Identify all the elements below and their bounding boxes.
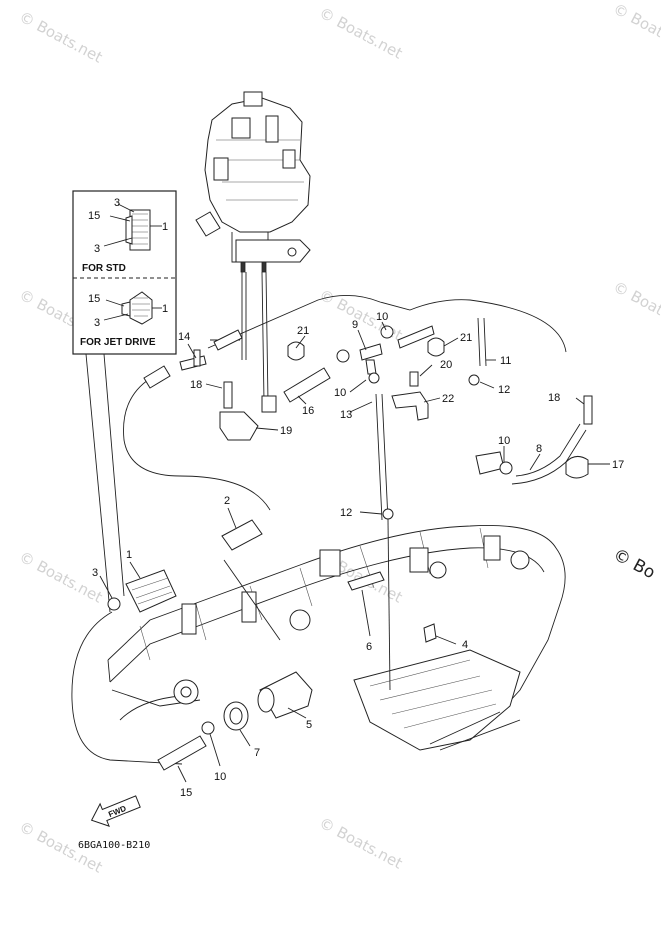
callout-label: 12 — [498, 384, 510, 396]
callout-label: 10 — [214, 771, 226, 783]
hose-15 — [157, 735, 207, 771]
joint-9-stem — [365, 359, 377, 375]
grommet-5-end — [257, 687, 275, 713]
edge-watermark: © Bo — [610, 545, 659, 584]
callout-label: 18 — [548, 392, 560, 404]
fwd-arrow: FWD — [90, 795, 141, 827]
grommet-1-ribs — [131, 577, 173, 605]
callout-label: 8 — [536, 443, 542, 455]
bottom-cowling — [107, 525, 566, 751]
inset-jet-callout: 15 — [88, 293, 100, 305]
bracket-22 — [391, 391, 429, 421]
callout-label: 5 — [306, 719, 312, 731]
watermark: © Boats.net — [316, 4, 405, 63]
clamp-21-right — [427, 337, 445, 357]
hose-8 — [515, 423, 581, 477]
bolt-6 — [347, 571, 385, 591]
callout-label: 10 — [334, 387, 346, 399]
inset-jet-callout: 3 — [94, 317, 100, 329]
bolt-20 — [409, 371, 419, 387]
pipe-vertical — [241, 271, 277, 413]
clamp-21-left — [287, 341, 305, 361]
clip-10-c — [368, 372, 380, 384]
callout-label: 13 — [340, 409, 352, 421]
watermarks: © Boats.net © Boats.net © Boats.net © Bo… — [16, 0, 661, 877]
upper-hose — [207, 295, 567, 367]
watermark: © Boats.net — [610, 278, 661, 337]
callout-label: 15 — [180, 787, 192, 799]
nut-7-hole — [229, 707, 243, 725]
callout-label: 10 — [498, 435, 510, 447]
bracket-19 — [219, 411, 259, 441]
clip-10-b — [380, 325, 394, 339]
inset-std-callout: 1 — [162, 221, 168, 233]
joint-9 — [359, 343, 383, 361]
fitting-10-right — [475, 451, 505, 475]
inset-std-label: FOR STD — [82, 263, 126, 274]
diagram-code: 6BGA100-B210 — [78, 840, 150, 851]
callout-label: 22 — [442, 393, 454, 405]
callout-label: 21 — [460, 332, 472, 344]
inset-std-callout: 3 — [114, 197, 120, 209]
lower-hose — [71, 365, 281, 765]
callouts: 14 21 9 10 21 11 20 12 18 10 16 13 22 19… — [92, 311, 624, 799]
hose-16 — [283, 367, 331, 403]
callout-label: 21 — [297, 325, 309, 337]
callout-label: 2 — [224, 495, 230, 507]
watermark: © Boats.net — [610, 0, 661, 59]
callout-label: 18 — [190, 379, 202, 391]
callout-label: 6 — [366, 641, 372, 653]
callout-label: 11 — [500, 355, 511, 367]
clip-12-lower — [382, 508, 394, 520]
inset-std-callout: 3 — [94, 243, 100, 255]
fitting-4 — [423, 623, 437, 643]
clip-10-a — [336, 349, 350, 363]
leader-lines — [99, 321, 610, 783]
bolt-18-right — [583, 395, 593, 425]
clip-10-d — [499, 461, 513, 475]
clip-3 — [107, 597, 121, 611]
watermark: © Boats.net — [16, 8, 105, 67]
callout-label: 9 — [352, 319, 358, 331]
inset-std-callout: 15 — [88, 210, 100, 222]
callout-label: 7 — [254, 747, 260, 759]
watermark: © Boats.net — [316, 814, 405, 873]
callout-label: 19 — [280, 425, 292, 437]
tube-13 — [375, 393, 389, 521]
grommet-2 — [221, 519, 263, 551]
clip-10-bottom — [201, 721, 215, 735]
callout-label: 10 — [376, 311, 388, 323]
clip-12-upper — [468, 374, 480, 386]
callout-label: 3 — [92, 567, 98, 579]
callout-label: 16 — [302, 405, 314, 417]
grommet-1 — [125, 569, 177, 613]
callout-label: 4 — [462, 639, 468, 651]
leader-line — [387, 519, 391, 691]
inset-box: 3 15 1 3 FOR STD 15 1 3 FOR JET DRIVE — [72, 190, 177, 355]
bolt-18-left — [223, 381, 233, 409]
inset-jet-label: FOR JET DRIVE — [80, 337, 156, 348]
inset-jet-callout: 1 — [162, 303, 168, 315]
callout-label: 20 — [440, 359, 452, 371]
engine-block — [195, 91, 311, 273]
clamp-17 — [565, 456, 589, 479]
callout-label: 12 — [340, 507, 352, 519]
callout-label: 1 — [126, 549, 132, 561]
callout-label: 14 — [178, 331, 190, 343]
callout-label: 17 — [612, 459, 624, 471]
